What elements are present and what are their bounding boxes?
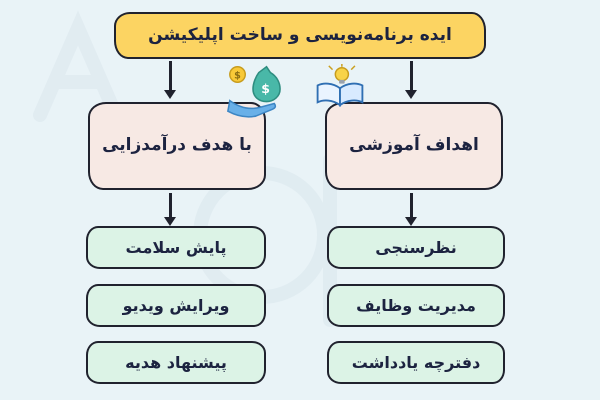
arrow-line <box>410 61 413 91</box>
leaf-node-health-monitoring: پایش سلامت <box>86 226 266 269</box>
leaf-node-notebook: دفترچه یادداشت <box>327 341 505 384</box>
arrow-head <box>405 90 417 99</box>
svg-text:$: $ <box>234 70 241 81</box>
arrow-head <box>164 90 176 99</box>
leaf-node-task-management: مدیریت وظایف <box>327 284 505 327</box>
svg-text:$: $ <box>261 81 270 96</box>
arrow-line <box>410 193 413 219</box>
arrow-line <box>169 61 172 91</box>
arrow-head <box>164 217 176 226</box>
money-bag-hand-icon: $ $ <box>227 65 281 118</box>
branch-node-income: با هدف درآمدزایی <box>88 102 266 190</box>
leaf-node-video-editing: ویرایش ویدیو <box>86 284 266 327</box>
leaf-node-survey: نظرسنجی <box>327 226 505 269</box>
arrow-line <box>169 193 172 219</box>
book-lightbulb-icon <box>316 64 364 107</box>
arrow-head <box>405 217 417 226</box>
branch-node-educational: اهداف آموزشی <box>325 102 503 190</box>
leaf-node-gift-suggestion: پیشنهاد هدیه <box>86 341 266 384</box>
root-node: ایده برنامه‌نویسی و ساخت اپلیکیشن <box>114 12 486 59</box>
